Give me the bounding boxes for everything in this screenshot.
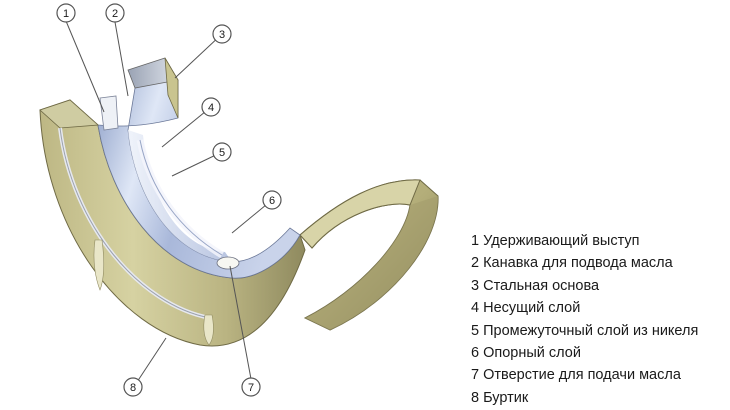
legend-item: 3 Стальная основа [471, 275, 698, 297]
legend-text: Стальная основа [483, 277, 600, 294]
callout-7: 7 [241, 377, 261, 397]
leader-lines [65, 20, 273, 383]
legend-item: 5 Промежуточный слой из никеля [471, 320, 698, 342]
legend-item: 2 Канавка для подвода масла [471, 252, 698, 274]
front-shell [39, 57, 306, 347]
legend-text: Удерживающий выступ [483, 233, 640, 249]
legend-text: Промежуточный слой из никеля [483, 322, 699, 339]
svg-text:7: 7 [248, 382, 254, 394]
legend-item: 1 Удерживающий выступ [471, 230, 698, 252]
legend-item: 7 Отверстие для подачи масла [471, 364, 698, 386]
legend-item: 4 Несущий слой [471, 297, 698, 319]
legend-item: 8 Буртик [471, 387, 698, 409]
rear-shell [299, 179, 439, 331]
callout-8: 8 [123, 377, 143, 397]
legend-text: Несущий слой [483, 300, 581, 317]
legend-text: Отверстие для подачи масла [483, 367, 681, 384]
svg-text:1: 1 [63, 8, 69, 20]
svg-text:2: 2 [112, 8, 118, 20]
legend-list: 1 Удерживающий выступ 2 Канавка для подв… [471, 230, 698, 409]
legend-num: 7 [471, 367, 480, 384]
legend-num: 1 [471, 233, 480, 249]
legend-num: 2 [471, 255, 480, 272]
callout-3: 3 [212, 24, 232, 44]
legend-num: 4 [471, 300, 480, 317]
legend-item: 6 Опорный слой [471, 342, 698, 364]
callout-1: 1 [56, 3, 76, 23]
legend-text: Опорный слой [483, 345, 581, 362]
svg-text:6: 6 [269, 195, 275, 207]
legend-text: Буртик [483, 389, 529, 406]
legend-num: 3 [471, 277, 480, 294]
callout-6: 6 [262, 190, 282, 210]
legend-text: Канавка для подвода масла [483, 255, 673, 272]
svg-text:4: 4 [208, 102, 214, 114]
svg-text:8: 8 [130, 382, 136, 394]
legend-num: 8 [471, 389, 480, 406]
legend-num: 5 [471, 322, 480, 339]
svg-text:3: 3 [219, 29, 225, 41]
callout-5: 5 [212, 142, 232, 162]
callout-2: 2 [105, 3, 125, 23]
legend-num: 6 [471, 345, 480, 362]
callout-4: 4 [201, 97, 221, 117]
svg-text:5: 5 [219, 147, 225, 159]
